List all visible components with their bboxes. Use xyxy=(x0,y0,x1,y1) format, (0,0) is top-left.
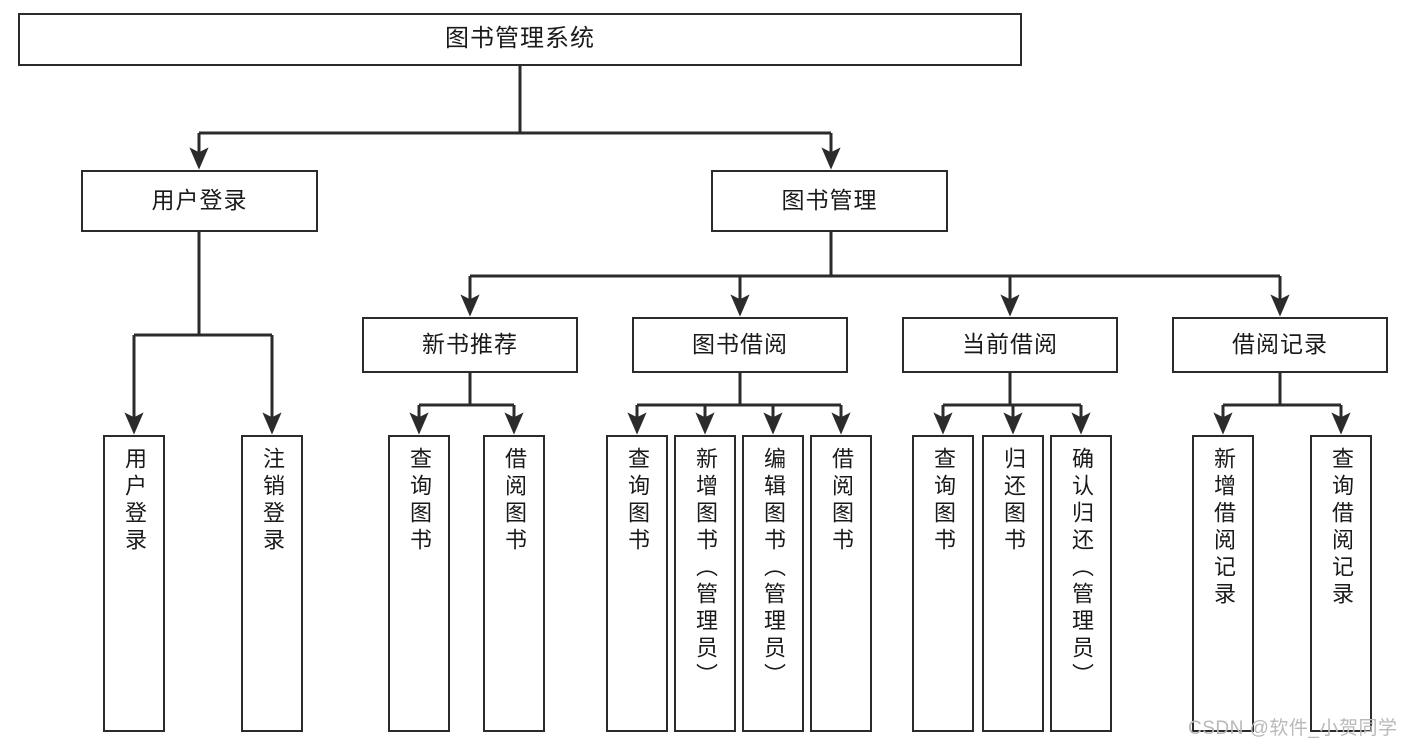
node-leaf-add-record[interactable]: 新增借阅记录 xyxy=(1192,435,1254,732)
node-leaf-query-book-1[interactable]: 查询图书 xyxy=(388,435,450,732)
node-borrow-record-label: 借阅记录 xyxy=(1232,331,1328,358)
node-leaf-query-record-label: 查询借阅记录 xyxy=(1329,447,1354,609)
node-leaf-query-book-2[interactable]: 查询图书 xyxy=(606,435,668,732)
node-leaf-borrow-book-1[interactable]: 借阅图书 xyxy=(483,435,545,732)
node-leaf-borrow-book-2[interactable]: 借阅图书 xyxy=(810,435,872,732)
node-new-book-rec-label: 新书推荐 xyxy=(422,331,518,358)
node-book-borrow-label: 图书借阅 xyxy=(692,331,788,358)
node-root-label: 图书管理系统 xyxy=(445,25,595,53)
node-leaf-logout-label: 注销登录 xyxy=(260,447,285,555)
node-book-borrow[interactable]: 图书借阅 xyxy=(632,317,848,373)
node-leaf-query-record[interactable]: 查询借阅记录 xyxy=(1310,435,1372,732)
node-root[interactable]: 图书管理系统 xyxy=(18,13,1022,66)
node-leaf-borrow-book-2-label: 借阅图书 xyxy=(829,447,854,555)
node-leaf-edit-book-label: 编辑图书（管理员） xyxy=(761,447,786,690)
node-leaf-query-book-2-label: 查询图书 xyxy=(625,447,650,555)
node-leaf-add-record-label: 新增借阅记录 xyxy=(1211,447,1236,609)
node-book-manage-label: 图书管理 xyxy=(781,187,878,214)
node-new-book-rec[interactable]: 新书推荐 xyxy=(362,317,578,373)
node-leaf-user-login-label: 用户登录 xyxy=(122,447,147,555)
node-leaf-return-book-label: 归还图书 xyxy=(1001,447,1026,555)
node-leaf-confirm-return-label: 确认归还（管理员） xyxy=(1069,447,1094,690)
node-leaf-add-book-label: 新增图书（管理员） xyxy=(693,447,718,690)
node-leaf-user-login[interactable]: 用户登录 xyxy=(103,435,165,732)
node-leaf-edit-book[interactable]: 编辑图书（管理员） xyxy=(742,435,804,732)
node-current-borrow-label: 当前借阅 xyxy=(962,331,1058,358)
node-user-login-label: 用户登录 xyxy=(151,187,248,214)
node-leaf-query-book-1-label: 查询图书 xyxy=(407,447,432,555)
node-leaf-confirm-return[interactable]: 确认归还（管理员） xyxy=(1050,435,1112,732)
node-leaf-logout[interactable]: 注销登录 xyxy=(241,435,303,732)
node-book-manage[interactable]: 图书管理 xyxy=(711,170,948,232)
node-current-borrow[interactable]: 当前借阅 xyxy=(902,317,1118,373)
csdn-watermark: CSDN @软件_小贺同学 xyxy=(1188,718,1398,739)
node-leaf-borrow-book-1-label: 借阅图书 xyxy=(502,447,527,555)
node-leaf-query-book-3-label: 查询图书 xyxy=(931,447,956,555)
node-leaf-query-book-3[interactable]: 查询图书 xyxy=(912,435,974,732)
node-user-login[interactable]: 用户登录 xyxy=(81,170,318,232)
node-borrow-record[interactable]: 借阅记录 xyxy=(1172,317,1388,373)
node-leaf-add-book[interactable]: 新增图书（管理员） xyxy=(674,435,736,732)
node-leaf-return-book[interactable]: 归还图书 xyxy=(982,435,1044,732)
